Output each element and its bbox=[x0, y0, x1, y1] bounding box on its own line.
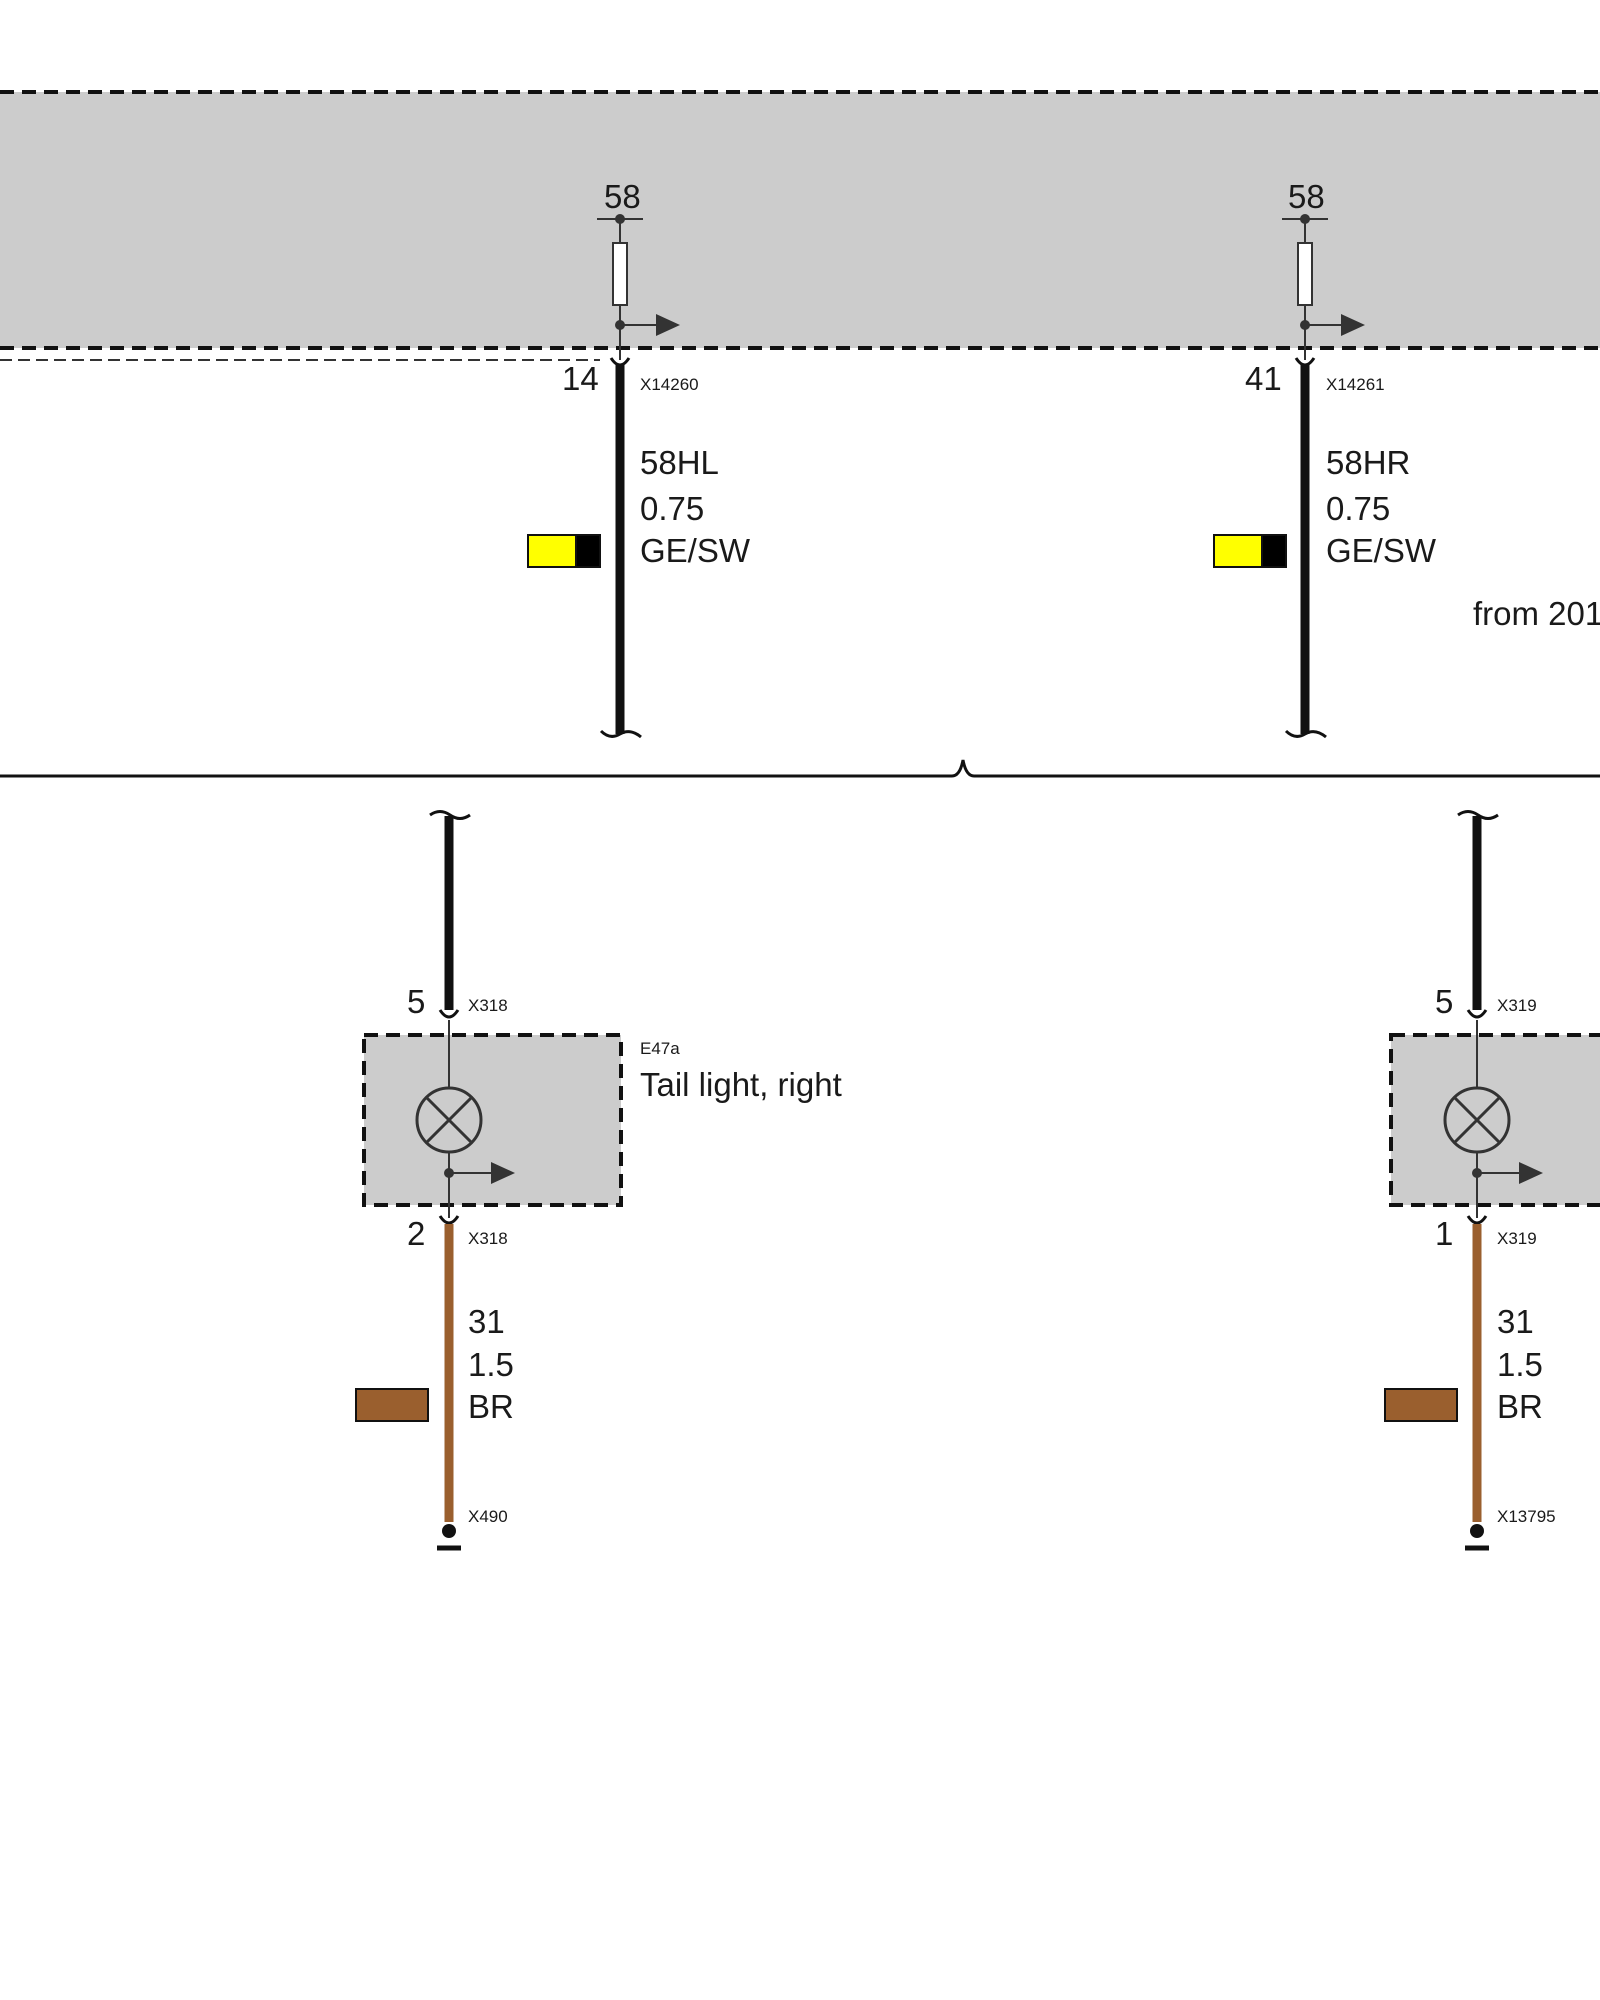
component-id: E47a bbox=[640, 1039, 680, 1058]
wire-signal: 58HL bbox=[640, 444, 719, 481]
wire-signal: 31 bbox=[468, 1303, 505, 1340]
wire-signal: 58HR bbox=[1326, 444, 1410, 481]
lamp-icon-cross bbox=[424, 1095, 474, 1145]
wire-break-symbol bbox=[429, 810, 471, 820]
ground-point-icon bbox=[442, 1524, 456, 1538]
terminal-label: 58 bbox=[604, 178, 641, 215]
wire-break-symbol bbox=[1284, 729, 1327, 739]
component-label: Tail light, right bbox=[640, 1066, 842, 1103]
upper-circuit-right: 58 41 X14261 58HR 0.75 GE/SW bbox=[1213, 178, 1437, 739]
wire-color-code: BR bbox=[1497, 1388, 1543, 1425]
connector-id: X14260 bbox=[640, 375, 699, 394]
connector-id: X318 bbox=[468, 996, 508, 1015]
section-brace bbox=[0, 759, 1600, 778]
connector-pin-symbol bbox=[1466, 1215, 1488, 1225]
ground-point-icon bbox=[1470, 1524, 1484, 1538]
wire-color-swatch-black bbox=[575, 534, 601, 568]
connector-pin-symbol bbox=[438, 1215, 460, 1225]
connector-pin-symbol bbox=[1466, 1009, 1488, 1019]
arrow-icon bbox=[1341, 314, 1365, 336]
wire-color-code: BR bbox=[468, 1388, 514, 1425]
lower-circuit-left: 5 X318 E47a Tail light, right 2 X318 31 … bbox=[355, 810, 842, 1551]
pin-number: 14 bbox=[562, 360, 599, 397]
resistor-symbol bbox=[612, 242, 628, 306]
wire-signal: 31 bbox=[1497, 1303, 1534, 1340]
pin-number: 1 bbox=[1435, 1215, 1453, 1252]
wire-color-code: GE/SW bbox=[640, 532, 751, 569]
tail-light-component-box bbox=[1389, 1033, 1600, 1207]
connector-id: X319 bbox=[1497, 996, 1537, 1015]
connector-pin-symbol bbox=[438, 1009, 460, 1019]
terminal-label: 58 bbox=[1288, 178, 1325, 215]
arrow-icon bbox=[491, 1162, 515, 1184]
connector-id: X14261 bbox=[1326, 375, 1385, 394]
lower-circuit-right: 5 X319 1 X319 31 1.5 BR X13795 bbox=[1384, 810, 1600, 1551]
wire-color-swatch-yellow bbox=[527, 534, 577, 568]
wire-color-swatch-brown bbox=[1384, 1388, 1458, 1422]
connector-id: X319 bbox=[1497, 1229, 1537, 1248]
variant-note: from 201 bbox=[1473, 595, 1600, 632]
control-module bbox=[0, 90, 1600, 361]
wire-cross-section: 1.5 bbox=[1497, 1346, 1543, 1383]
upper-circuit-left: 58 14 X14260 58HL 0.75 GE/SW bbox=[527, 178, 751, 739]
pin-number: 5 bbox=[407, 983, 425, 1020]
wire-break-symbol bbox=[599, 729, 642, 739]
pin-number: 5 bbox=[1435, 983, 1453, 1020]
wire-color-swatch-yellow bbox=[1213, 534, 1263, 568]
wire-color-swatch-black bbox=[1261, 534, 1287, 568]
resistor-symbol bbox=[1297, 242, 1313, 306]
wire-break-symbol bbox=[1457, 810, 1499, 820]
pin-number: 2 bbox=[407, 1215, 425, 1252]
ground-id: X490 bbox=[468, 1507, 508, 1526]
wire-color-swatch-brown bbox=[355, 1388, 429, 1422]
wire-cross-section: 1.5 bbox=[468, 1346, 514, 1383]
ground-id: X13795 bbox=[1497, 1507, 1556, 1526]
wire-color-code: GE/SW bbox=[1326, 532, 1437, 569]
lamp-icon-cross bbox=[1452, 1095, 1502, 1145]
arrow-icon bbox=[656, 314, 680, 336]
wire-cross-section: 0.75 bbox=[1326, 490, 1390, 527]
pin-number: 41 bbox=[1245, 360, 1282, 397]
arrow-icon bbox=[1519, 1162, 1543, 1184]
control-module-body bbox=[0, 92, 1600, 348]
wire-cross-section: 0.75 bbox=[640, 490, 704, 527]
connector-id: X318 bbox=[468, 1229, 508, 1248]
